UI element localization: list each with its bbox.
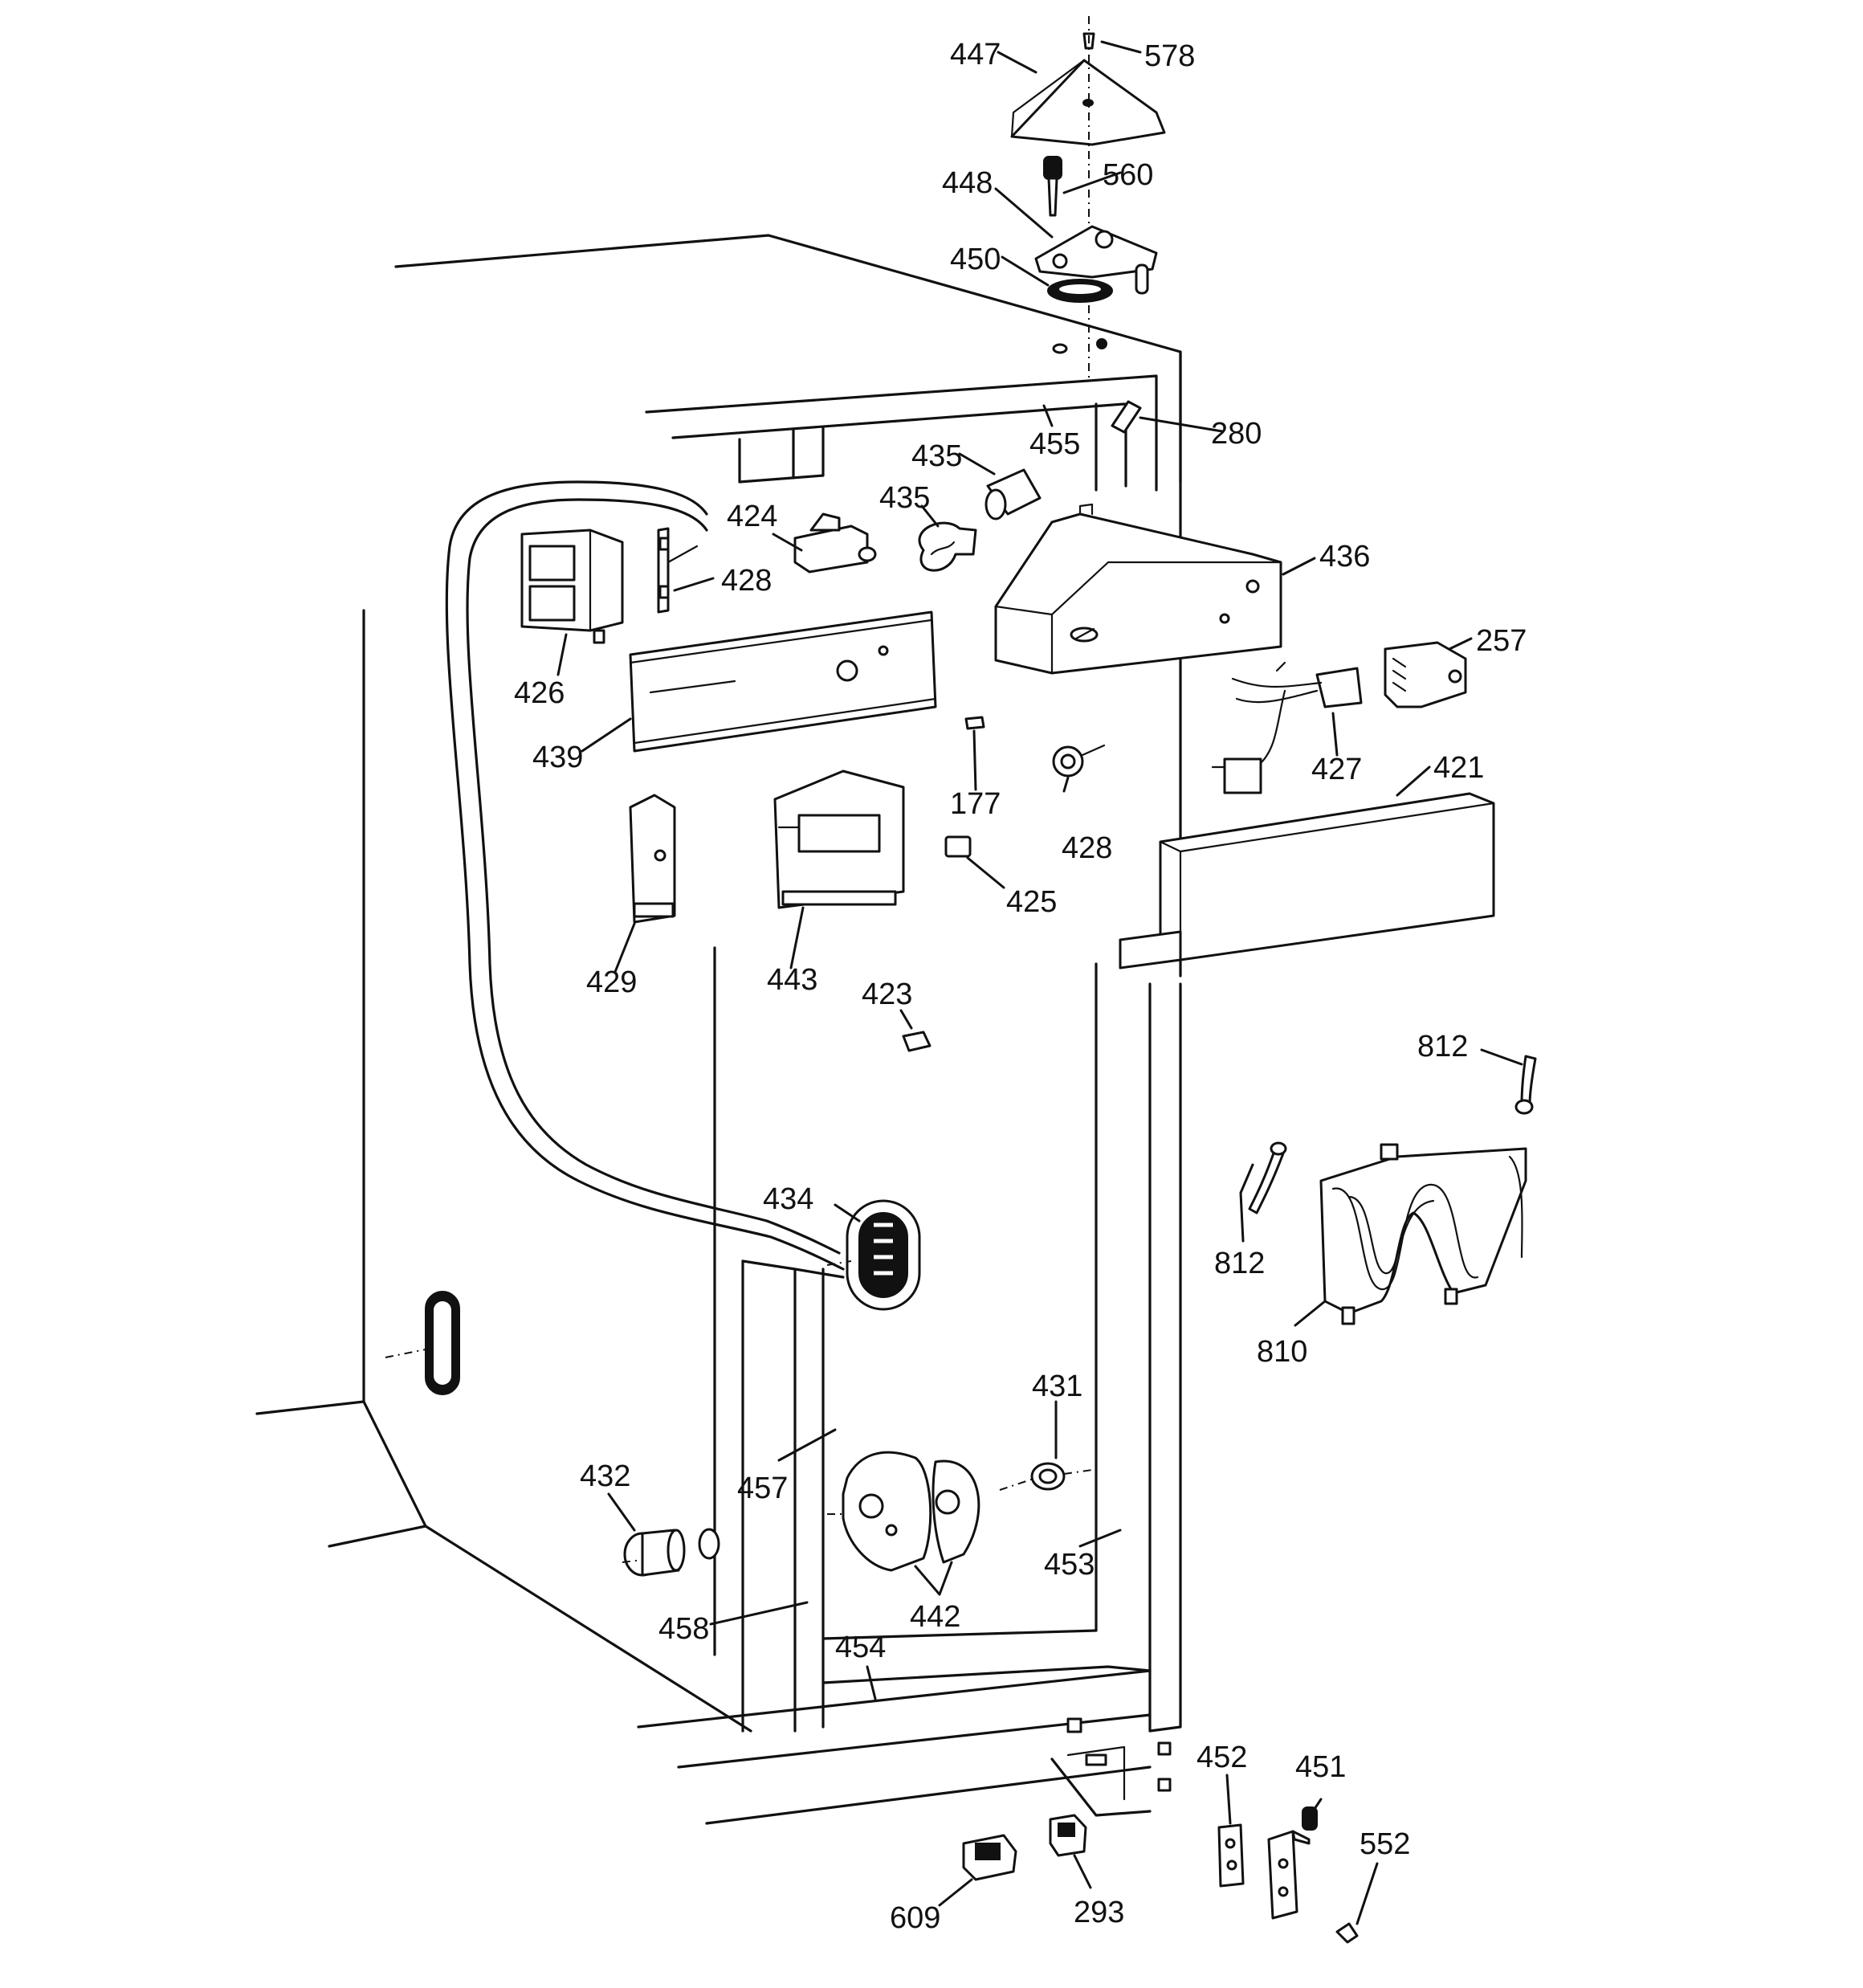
callout-424: 424 — [727, 500, 777, 533]
defrost-timer-257 — [1384, 641, 1467, 708]
hinge-cover — [1010, 59, 1166, 146]
callout-432: 432 — [580, 1459, 630, 1493]
callout-427: 427 — [1311, 753, 1362, 786]
callout-423: 423 — [862, 978, 912, 1011]
callout-810: 810 — [1257, 1335, 1307, 1369]
wiring-harness-427 — [1211, 661, 1363, 794]
callout-280: 280 — [1211, 417, 1262, 451]
hinge-451 — [1267, 1806, 1318, 1920]
callout-293: 293 — [1074, 1896, 1124, 1929]
bushing-432 — [622, 1528, 720, 1577]
hinge-bolt — [1043, 156, 1062, 217]
callout-431: 431 — [1032, 1370, 1082, 1403]
hinge-shim — [1047, 279, 1113, 354]
panel-421 — [1119, 792, 1495, 970]
grille-434 — [826, 1199, 921, 1311]
light-bulb-435 — [918, 521, 977, 572]
callout-453: 453 — [1044, 1548, 1095, 1582]
screw-552 — [1335, 1922, 1359, 1944]
callout-426: 426 — [514, 676, 565, 710]
callout-451: 451 — [1295, 1750, 1346, 1784]
callout-429: 429 — [586, 965, 637, 999]
damper-442 — [827, 1451, 1037, 1572]
bracket-428-top — [657, 527, 699, 614]
callout-421: 421 — [1433, 751, 1484, 785]
heater-810 — [1319, 1143, 1527, 1325]
leader-lines — [556, 40, 1523, 1925]
callout-552: 552 — [1360, 1827, 1410, 1861]
callout-435b: 435 — [879, 481, 930, 515]
callout-450: 450 — [950, 243, 1001, 276]
shim-452 — [1217, 1823, 1245, 1888]
clip-293 — [1049, 1814, 1087, 1857]
callout-434: 434 — [763, 1182, 813, 1216]
callouts: 578 447 448 560 450 280 455 435 435 424 … — [514, 38, 1527, 1935]
callout-428b: 428 — [1062, 831, 1112, 865]
callout-452: 452 — [1196, 1741, 1247, 1774]
callout-435a: 435 — [911, 439, 962, 473]
callout-436: 436 — [1319, 540, 1370, 574]
part-280 — [1111, 400, 1142, 434]
top-screw — [1082, 16, 1095, 378]
clip-609 — [962, 1834, 1017, 1881]
bracket-443 — [773, 769, 905, 909]
callout-454: 454 — [835, 1631, 886, 1664]
callout-257: 257 — [1476, 624, 1527, 658]
mounting-bracket-439 — [629, 610, 937, 753]
callout-439: 439 — [532, 741, 583, 774]
control-housing-436 — [994, 503, 1282, 675]
screw-177 — [964, 716, 985, 730]
callout-447: 447 — [950, 38, 1001, 71]
gear-428 — [1052, 744, 1106, 778]
callout-425: 425 — [1006, 885, 1057, 919]
bracket-429 — [629, 794, 676, 924]
callout-455: 455 — [1029, 427, 1080, 461]
callout-578: 578 — [1144, 39, 1195, 73]
switch-424 — [793, 512, 877, 574]
bulb-socket-435 — [984, 468, 1042, 520]
callout-609: 609 — [890, 1901, 940, 1935]
callout-560: 560 — [1103, 158, 1153, 192]
callout-812a: 812 — [1417, 1030, 1468, 1063]
top-hinge — [1034, 225, 1158, 295]
callout-448: 448 — [942, 166, 993, 200]
callout-428a: 428 — [721, 564, 772, 598]
callout-177: 177 — [950, 787, 1001, 821]
tube-812-right — [1514, 1055, 1537, 1115]
part-423 — [902, 1031, 932, 1052]
callout-442: 442 — [910, 1600, 960, 1634]
tube-812-left — [1248, 1141, 1287, 1214]
callout-812b: 812 — [1214, 1247, 1265, 1280]
switch-housing-426 — [520, 529, 624, 644]
callout-458: 458 — [658, 1612, 709, 1646]
callout-443: 443 — [767, 963, 817, 997]
callout-457: 457 — [737, 1472, 788, 1505]
grommet-431 — [1030, 1462, 1093, 1491]
cabinet-outline — [255, 234, 1182, 1825]
clip-425 — [944, 835, 972, 858]
